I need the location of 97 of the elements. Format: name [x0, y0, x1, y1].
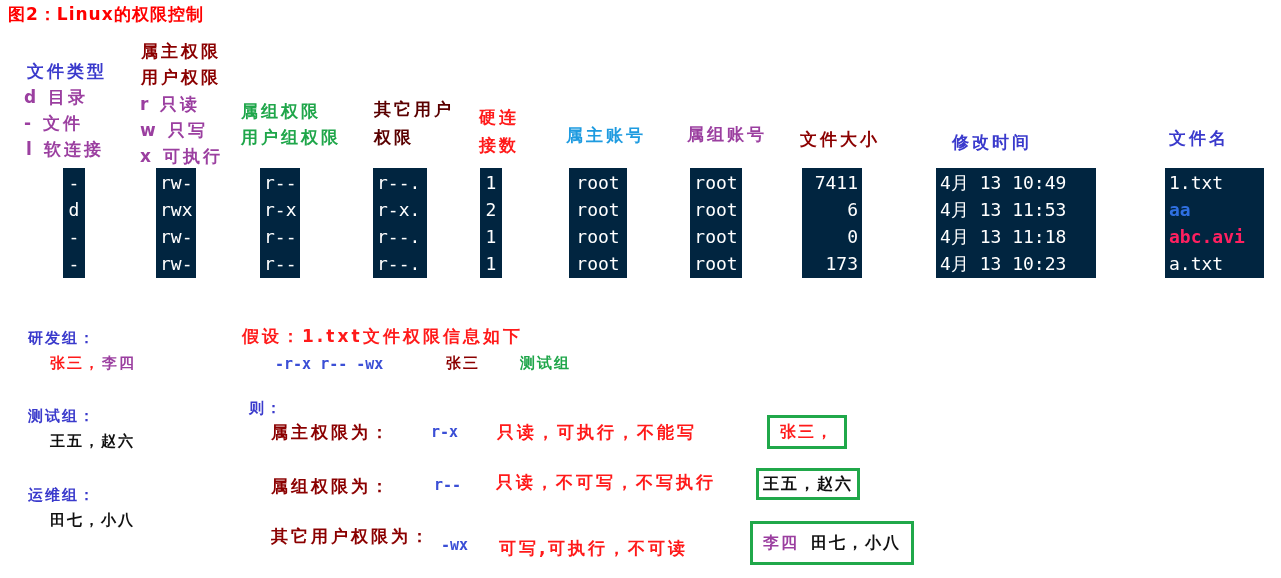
- permission-label: 属组权限为：: [271, 476, 391, 496]
- permission-label: 属主权限为：: [271, 422, 391, 442]
- highlight-frame: [750, 521, 914, 565]
- member-names: 李四: [763, 533, 799, 553]
- file-type-char: -: [68, 171, 80, 195]
- group-name: 测试组: [520, 353, 571, 373]
- file-type-key: d 目录: [24, 87, 89, 107]
- group-heading: 研发组：: [28, 328, 96, 348]
- owner-name: 张三: [446, 353, 480, 373]
- group-permissions: r--: [264, 171, 297, 195]
- permission-key: w 只写: [140, 120, 208, 140]
- file-type-key: l 软连接: [26, 139, 104, 159]
- link-count: 1: [485, 225, 497, 249]
- member-names: 田七，小八: [50, 510, 135, 530]
- terminal-panel: [690, 168, 742, 278]
- column-heading: 用户组权限: [241, 127, 341, 147]
- terminal-panel: [156, 168, 196, 278]
- member-names: 王五，赵六: [763, 474, 853, 494]
- permission-meaning: 可写,可执行，不可读: [499, 538, 689, 558]
- other-permissions: r--.: [377, 252, 421, 276]
- group-account: root: [694, 225, 738, 249]
- file-name: a.txt: [1169, 252, 1224, 276]
- conclusion-label: 则：: [249, 398, 283, 418]
- file-type-char: -: [68, 225, 80, 249]
- link-count: 1: [485, 252, 497, 276]
- terminal-panel: [63, 168, 85, 278]
- column-heading: 属组权限: [241, 101, 321, 121]
- column-heading: 文件类型: [27, 61, 107, 81]
- owner-permissions: rw-: [160, 171, 193, 195]
- terminal-panel: [373, 168, 427, 278]
- other-permissions: r--.: [377, 171, 421, 195]
- file-type-key: - 文件: [24, 113, 83, 133]
- other-permissions: r-x.: [377, 198, 421, 222]
- assumption-text: 假设：1.txt文件权限信息如下: [242, 326, 523, 346]
- permission-label: 其它用户权限为：: [271, 526, 431, 546]
- group-account: root: [694, 252, 738, 276]
- modified-time: 4月 13 11:53: [940, 198, 1067, 222]
- group-account: root: [694, 198, 738, 222]
- column-heading: 属主账号: [566, 125, 646, 145]
- permission-key: x 可执行: [140, 146, 223, 166]
- figure-title: 图2：Linux的权限控制: [8, 4, 204, 24]
- permission-string: -r-x r-- -wx: [275, 354, 384, 374]
- modified-time: 4月 13 10:23: [940, 252, 1067, 276]
- column-heading: 用户权限: [141, 67, 221, 87]
- terminal-panel: [1165, 168, 1264, 278]
- terminal-panel: [802, 168, 862, 278]
- group-heading: 测试组：: [28, 406, 96, 426]
- modified-time: 4月 13 11:18: [940, 225, 1067, 249]
- modified-time: 4月 13 10:49: [940, 171, 1067, 195]
- file-size: 173: [825, 252, 858, 276]
- permission-value: r-x: [431, 422, 459, 442]
- owner-account: root: [576, 198, 620, 222]
- owner-permissions: rwx: [160, 198, 193, 222]
- file-size: 6: [847, 198, 858, 222]
- file-size: 0: [847, 225, 858, 249]
- permission-key: r 只读: [140, 94, 201, 114]
- member-names: 张三，: [780, 422, 834, 442]
- member-names: 李四: [102, 353, 136, 373]
- file-name: abc.avi: [1169, 225, 1245, 249]
- owner-account: root: [576, 171, 620, 195]
- other-permissions: r--.: [377, 225, 421, 249]
- permission-meaning: 只读，可执行，不能写: [497, 422, 697, 442]
- owner-account: root: [576, 225, 620, 249]
- column-heading: 文件名: [1169, 128, 1229, 148]
- permission-value: -wx: [441, 535, 469, 555]
- terminal-panel: [480, 168, 502, 278]
- owner-permissions: rw-: [160, 225, 193, 249]
- column-heading: 硬连接数: [479, 106, 520, 157]
- file-type-char: -: [68, 252, 80, 276]
- group-heading: 运维组：: [28, 485, 96, 505]
- column-heading: 文件大小: [800, 129, 880, 149]
- file-name: aa: [1169, 198, 1191, 222]
- terminal-panel: [260, 168, 300, 278]
- member-names: 田七，小八: [811, 533, 901, 553]
- group-permissions: r-x: [264, 198, 297, 222]
- column-heading: 修改时间: [952, 132, 1032, 152]
- terminal-panel: [936, 168, 1096, 278]
- group-account: root: [694, 171, 738, 195]
- group-permissions: r--: [264, 225, 297, 249]
- column-heading: 属组账号: [687, 124, 767, 144]
- terminal-panel: [569, 168, 627, 278]
- highlight-frame: [767, 415, 847, 449]
- link-count: 2: [485, 198, 497, 222]
- owner-account: root: [576, 252, 620, 276]
- permission-meaning: 只读，不可写，不写执行: [496, 472, 716, 492]
- column-heading: 属主权限: [141, 41, 221, 61]
- member-names: 王五，赵六: [50, 431, 135, 451]
- group-permissions: r--: [264, 252, 297, 276]
- file-type-char: d: [68, 198, 80, 222]
- file-name: 1.txt: [1169, 171, 1224, 195]
- owner-permissions: rw-: [160, 252, 193, 276]
- column-heading: 其它用户权限: [374, 98, 455, 149]
- file-size: 7411: [814, 171, 858, 195]
- member-names: 张三，: [50, 353, 101, 373]
- highlight-frame: [756, 468, 860, 500]
- permission-value: r--: [434, 475, 462, 495]
- link-count: 1: [485, 171, 497, 195]
